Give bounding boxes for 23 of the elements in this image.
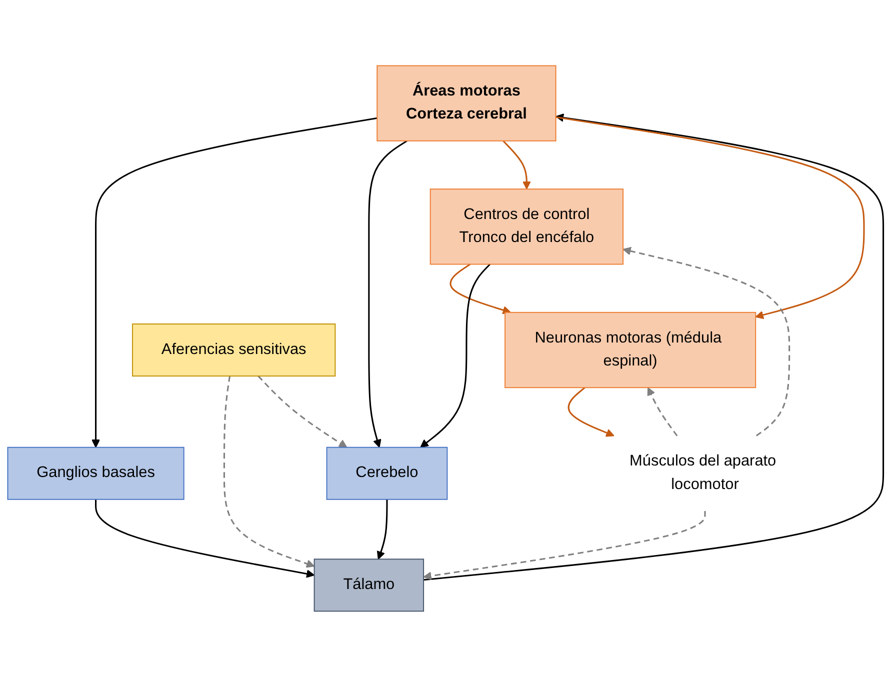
arrow	[223, 376, 315, 568]
arrow	[568, 387, 614, 437]
arrow	[502, 140, 531, 190]
node-box: Aferencias sensitivas	[132, 324, 336, 377]
node-box: Tálamo	[314, 558, 424, 612]
arrow	[95, 499, 315, 578]
node-text: Músculos del aparato locomotor	[630, 453, 776, 493]
arrow	[420, 264, 491, 448]
arrow	[622, 246, 790, 436]
node-box: Centros de control Tronco del encéfalo	[430, 188, 624, 265]
arrow	[423, 114, 884, 581]
arrow	[556, 116, 865, 320]
arrow	[647, 387, 678, 436]
node-box: Ganglios basales	[7, 446, 184, 500]
node-box: Cerebelo	[326, 446, 448, 500]
node-box: Neuronas motoras (médula espinal)	[504, 312, 756, 388]
node-box: Áreas motoras Corteza cerebral	[376, 65, 556, 142]
arrow	[92, 117, 378, 448]
arrow	[368, 140, 408, 448]
arrow	[376, 499, 388, 560]
arrow	[450, 264, 512, 314]
arrow	[423, 511, 706, 580]
arrow	[258, 376, 348, 448]
